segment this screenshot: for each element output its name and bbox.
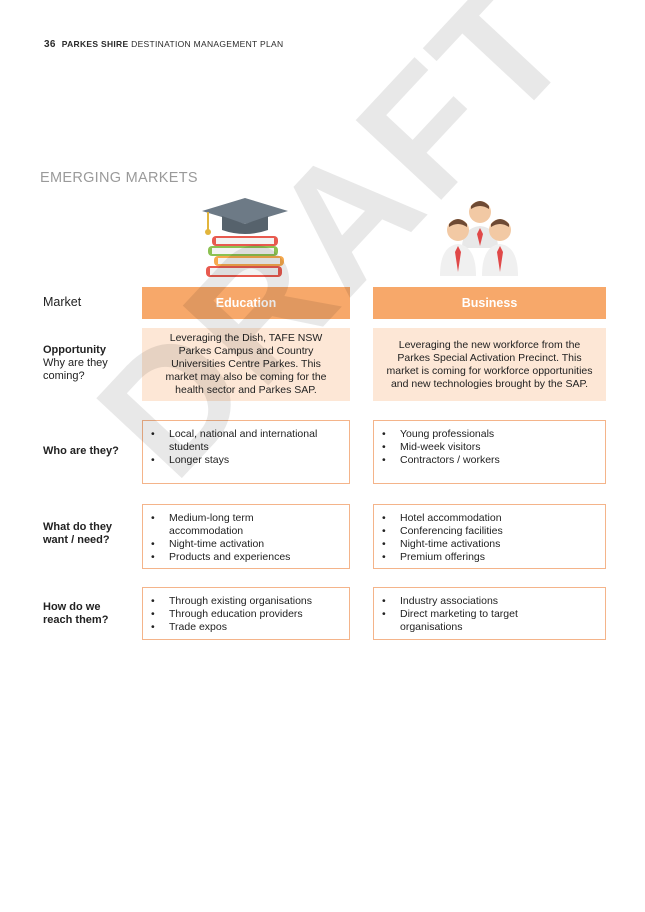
page-number: 36: [44, 39, 56, 50]
business-needs-box: Hotel accommodation Conferencing facilit…: [373, 504, 606, 569]
who-label-line1: Who are they?: [43, 445, 119, 457]
list-item: Through education providers: [151, 608, 339, 621]
list-item: Trade expos: [151, 621, 339, 634]
business-reach-list: Industry associations Direct marketing t…: [382, 595, 595, 634]
business-who-box: Young professionals Mid-week visitors Co…: [373, 420, 606, 484]
education-reach-box: Through existing organisations Through e…: [142, 587, 350, 640]
business-column-header: Business: [373, 287, 606, 319]
list-item: Through existing organisations: [151, 595, 339, 608]
list-item: Young professionals: [382, 428, 595, 441]
list-item: Local, national and international studen…: [151, 428, 339, 454]
list-item: Night-time activation: [151, 538, 339, 551]
education-reach-list: Through existing organisations Through e…: [151, 595, 339, 634]
reach-label-line1: How do we: [43, 601, 101, 613]
reach-label: How do we reach them?: [43, 601, 108, 627]
business-opportunity: Leveraging the new workforce from the Pa…: [373, 328, 606, 401]
education-who-list: Local, national and international studen…: [151, 428, 339, 467]
who-label: Who are they?: [43, 445, 119, 458]
education-opportunity: Leveraging the Dish, TAFE NSW Parkes Cam…: [142, 328, 350, 401]
section-title: EMERGING MARKETS: [40, 170, 198, 186]
graduation-cap-books-icon: [202, 198, 288, 277]
list-item: Premium offerings: [382, 551, 595, 564]
opportunity-title: Opportunity: [43, 344, 106, 356]
list-item: Conferencing facilities: [382, 525, 595, 538]
page-header: 36 PARKES SHIRE DESTINATION MANAGEMENT PL…: [44, 39, 283, 50]
list-item: Contractors / workers: [382, 454, 595, 467]
list-item: Medium-long term accommodation: [151, 512, 339, 538]
business-who-list: Young professionals Mid-week visitors Co…: [382, 428, 595, 467]
document-title: DESTINATION MANAGEMENT PLAN: [131, 39, 284, 49]
list-item: Direct marketing to target organisations: [382, 608, 595, 634]
opportunity-subtitle-line1: Why are they: [43, 357, 108, 369]
reach-label-line2: reach them?: [43, 614, 109, 626]
list-item: Night-time activations: [382, 538, 595, 551]
education-who-box: Local, national and international studen…: [142, 420, 350, 484]
list-item: Hotel accommodation: [382, 512, 595, 525]
list-item: Longer stays: [151, 454, 339, 467]
business-reach-box: Industry associations Direct marketing t…: [373, 587, 606, 640]
list-item: Industry associations: [382, 595, 595, 608]
opportunity-subtitle-line2: coming?: [43, 370, 85, 382]
list-item: Products and experiences: [151, 551, 339, 564]
needs-label: What do they want / need?: [43, 521, 112, 547]
opportunity-label: Opportunity Why are they coming?: [43, 344, 108, 383]
brand-name: PARKES SHIRE: [61, 39, 129, 49]
education-needs-box: Medium-long term accommodation Night-tim…: [142, 504, 350, 569]
list-item: Mid-week visitors: [382, 441, 595, 454]
needs-label-line2: want / need?: [43, 534, 110, 546]
business-people-icon: [440, 201, 518, 276]
education-needs-list: Medium-long term accommodation Night-tim…: [151, 512, 339, 564]
education-column-header: Education: [142, 287, 350, 319]
market-label: Market: [43, 295, 82, 309]
business-needs-list: Hotel accommodation Conferencing facilit…: [382, 512, 595, 564]
needs-label-line1: What do they: [43, 521, 113, 533]
